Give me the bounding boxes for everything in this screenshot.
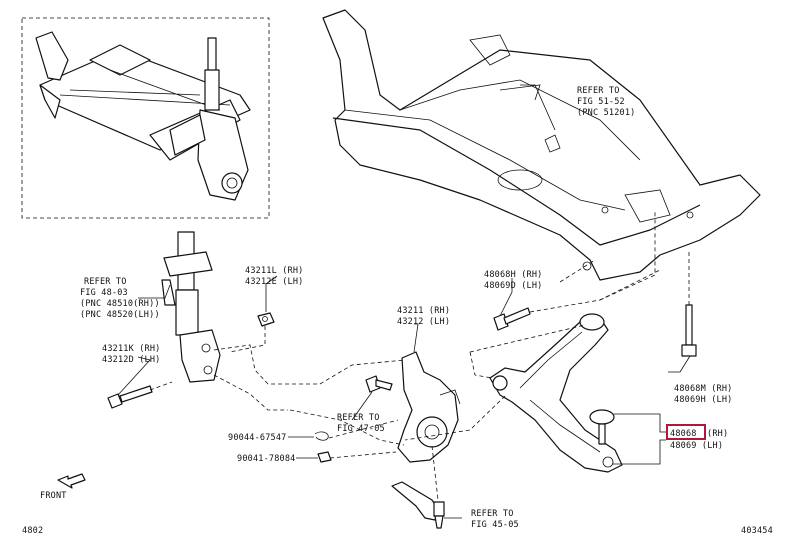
lower-control-arm	[489, 313, 623, 473]
diagram-id: 403454	[741, 526, 773, 536]
label-43212-lh[interactable]: 43212 (LH)	[397, 317, 450, 327]
label-48069h-lh[interactable]: 48069H (LH)	[674, 395, 733, 405]
label-refer-48-03-line3[interactable]: (PNC 48510(RH))	[80, 299, 160, 309]
label-43211l-rh[interactable]: 43211L (RH)	[245, 266, 304, 276]
label-43212d-lh[interactable]: 43212D (LH)	[102, 355, 161, 365]
steering-knuckle	[397, 351, 461, 463]
label-refer-45-05-line1[interactable]: REFER TO	[471, 509, 514, 519]
figure-number: 4802	[22, 526, 43, 536]
bolt-48068m	[681, 304, 697, 357]
lower-ball-joint-48068	[589, 409, 615, 445]
label-43211-rh[interactable]: 43211 (RH)	[397, 306, 450, 316]
label-refer-47-05-line1[interactable]: REFER TO	[337, 413, 380, 423]
label-refer-51-52-line2[interactable]: FIG 51-52	[577, 97, 625, 107]
label-refer-48-03-line4[interactable]: (PNC 48520(LH))	[80, 310, 160, 320]
leader-lines	[117, 84, 691, 519]
label-90044-67547[interactable]: 90044-67547	[228, 433, 287, 443]
label-48069-lh[interactable]: 48069 (LH)	[670, 441, 723, 451]
label-refer-45-05-line2[interactable]: FIG 45-05	[471, 520, 519, 530]
nut-90041	[317, 451, 332, 463]
label-48069d-lh[interactable]: 48069D (LH)	[484, 281, 543, 291]
overview-assembly-illustration	[35, 31, 251, 201]
overview-inset-frame	[21, 17, 270, 219]
highlight-box-48068	[666, 424, 706, 440]
label-43211k-rh[interactable]: 43211K (RH)	[102, 344, 161, 354]
knuckle-bolt	[365, 375, 393, 393]
front-arrow-icon	[57, 473, 86, 489]
cotter-pin-90044	[314, 431, 329, 441]
bolt-43211k	[107, 385, 153, 409]
label-refer-47-05-line2[interactable]: FIG 47-05	[337, 424, 385, 434]
assembly-guide-lines	[149, 210, 690, 501]
label-refer-51-52-line1[interactable]: REFER TO	[577, 86, 620, 96]
label-43212e-lh[interactable]: 43212E (LH)	[245, 277, 304, 287]
label-refer-48-03-line1[interactable]: REFER TO	[84, 277, 127, 287]
bolt-48068h	[493, 307, 531, 331]
label-48068-code[interactable]: 48068	[670, 429, 697, 439]
nut-43211l	[257, 312, 275, 327]
front-suspension-crossmember	[322, 9, 761, 281]
label-refer-48-03-line2[interactable]: FIG 48-03	[80, 288, 128, 298]
label-48068h-rh[interactable]: 48068H (RH)	[484, 270, 543, 280]
label-90041-78084[interactable]: 90041-78084	[237, 454, 296, 464]
label-refer-51-52-line3[interactable]: (PNC 51201)	[577, 108, 636, 118]
label-front: FRONT	[40, 491, 67, 501]
shock-absorber-strut	[161, 231, 221, 383]
label-48068m-rh[interactable]: 48068M (RH)	[674, 384, 733, 394]
label-48068-rh: (RH)	[707, 429, 728, 439]
tie-rod-end	[391, 481, 445, 529]
